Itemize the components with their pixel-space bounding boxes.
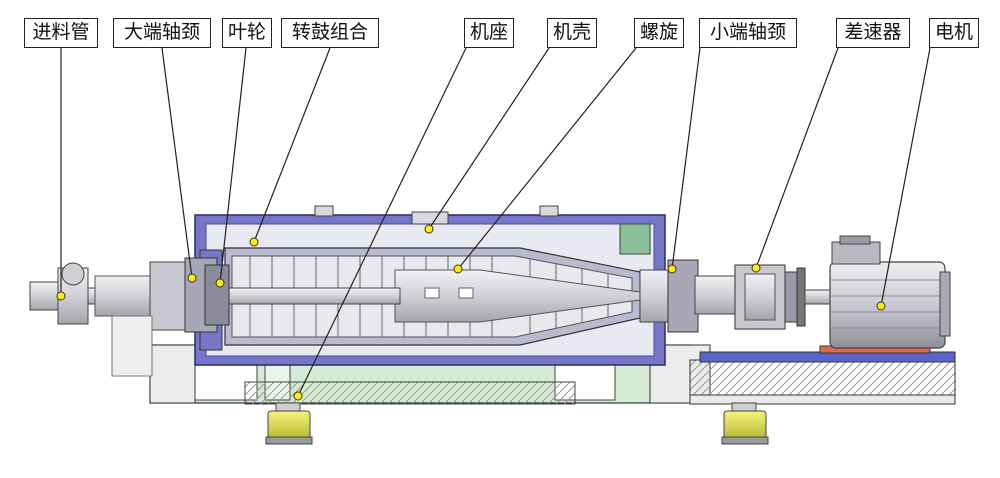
- callout-dots: [56, 224, 886, 401]
- label-large-journal: 大端轴颈: [113, 18, 211, 48]
- label-small-journal: 小端轴颈: [699, 18, 797, 48]
- small-journal-bearing: [639, 259, 736, 333]
- label-differential: 差速器: [836, 18, 910, 48]
- label-feed-pipe: 进料管: [24, 18, 98, 48]
- electric-motor: [829, 235, 951, 349]
- label-motor: 电机: [929, 18, 979, 48]
- label-casing: 机壳: [547, 18, 597, 48]
- leader-lines: [60, 47, 931, 397]
- label-impeller: 叶轮: [222, 18, 272, 48]
- label-bowl-assembly: 转鼓组合: [281, 18, 379, 48]
- label-screw: 螺旋: [634, 18, 684, 48]
- large-journal-bearing: [184, 257, 230, 333]
- differential-gearbox: [734, 264, 834, 330]
- label-base: 机座: [464, 18, 514, 48]
- foot-right: [721, 402, 769, 445]
- foot-left: [265, 402, 313, 445]
